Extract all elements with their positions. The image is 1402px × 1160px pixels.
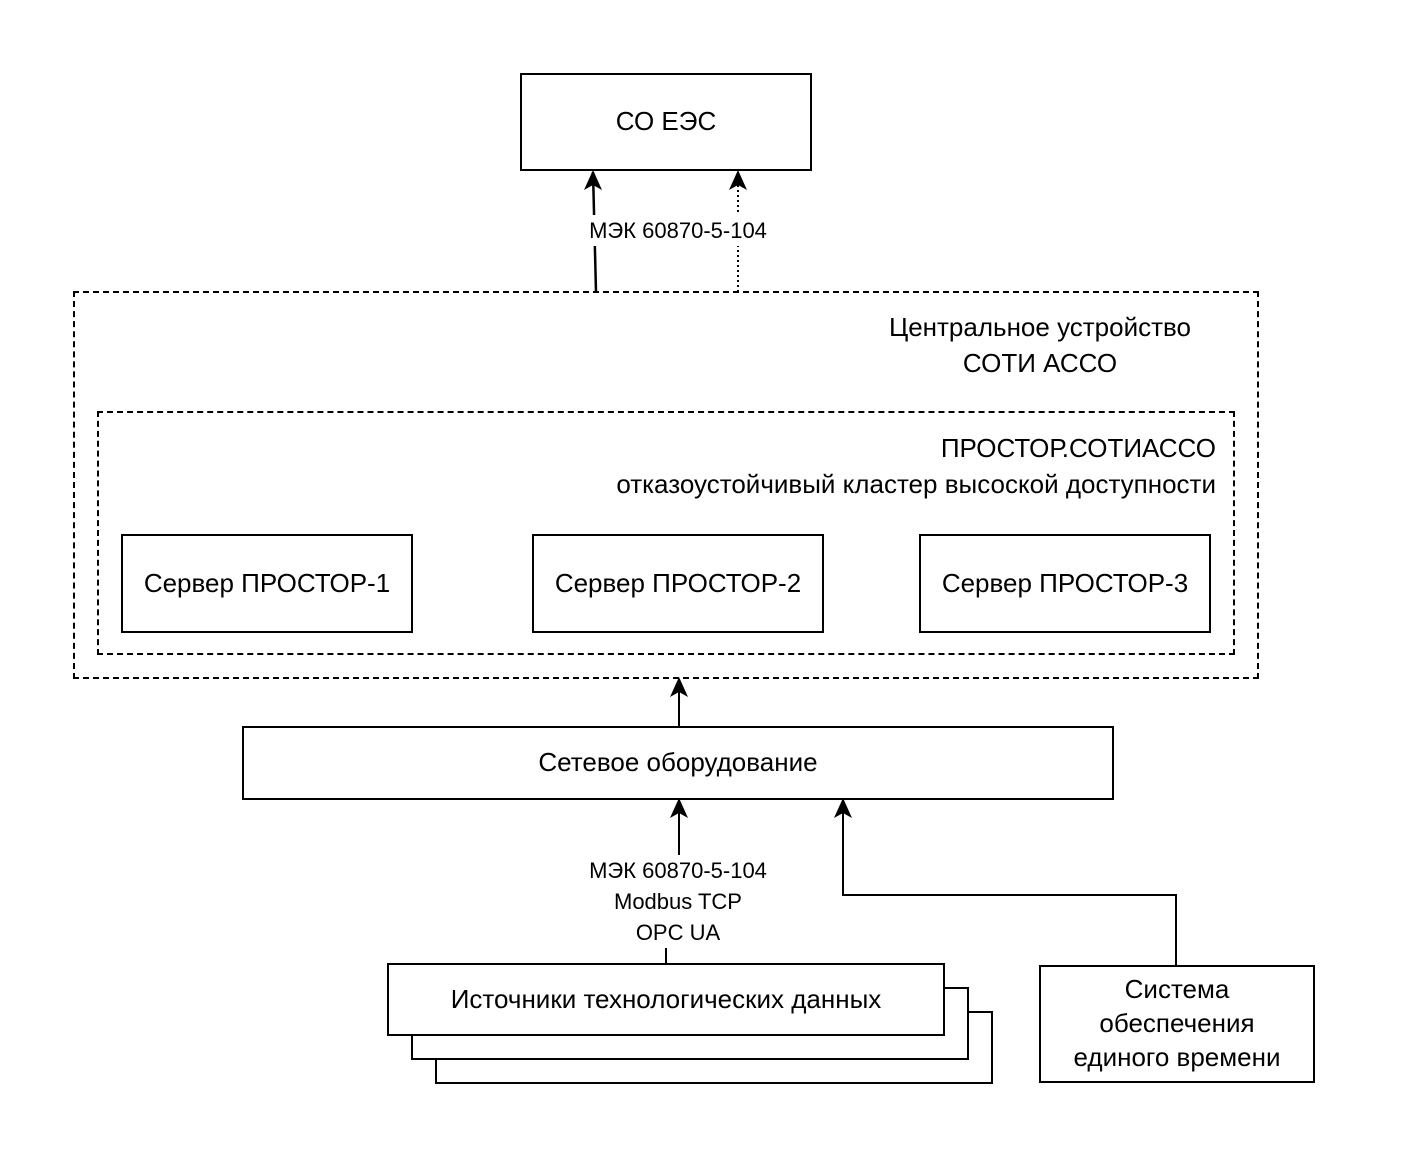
server-box-3: Сервер ПРОСТОР-3	[919, 534, 1211, 633]
protocol-top-label: МЭК 60870-5-104	[560, 215, 796, 247]
network-equipment-box: Сетевое оборудование	[242, 726, 1114, 800]
time-system-line1: Система	[1124, 974, 1230, 1005]
arrowhead-central	[670, 677, 688, 697]
time-system-line2: обеспечения	[1099, 1008, 1255, 1039]
central-device-title-line2: СОТИ АССО	[962, 347, 1118, 378]
server-label: Сервер ПРОСТОР-1	[143, 567, 391, 598]
server-box-1: Сервер ПРОСТОР-1	[121, 534, 413, 633]
sources-box: Источники технологических данных	[387, 963, 945, 1036]
protocol-iec104: МЭК 60870-5-104	[560, 855, 796, 887]
protocol-modbus: Modbus TCP	[614, 889, 742, 915]
network-equipment-label: Сетевое оборудование	[538, 747, 818, 778]
so-ees-label: СО ЕЭС	[615, 106, 717, 137]
link-time-to-network	[842, 800, 1177, 966]
sources-label: Источники технологических данных	[450, 983, 882, 1014]
server-label: Сервер ПРОСТОР-2	[554, 567, 802, 598]
central-device-region	[73, 291, 1259, 679]
so-ees-box: СО ЕЭС	[520, 73, 812, 171]
protocols-bottom-label: МЭК 60870-5-104 Modbus TCP OPC UA	[560, 855, 796, 949]
cluster-title-line2: отказоустойчивый кластер высоской доступ…	[616, 468, 1216, 499]
protocol-opcua: OPC UA	[635, 920, 721, 946]
cluster-region	[97, 411, 1235, 655]
arrowhead-network-left	[670, 798, 688, 818]
server-box-2: Сервер ПРОСТОР-2	[532, 534, 824, 633]
cluster-title: ПРОСТОР.СОТИАССО отказоустойчивый класте…	[400, 431, 1216, 503]
time-system-line3: единого времени	[1073, 1041, 1281, 1072]
arrowhead-network-right	[834, 798, 852, 818]
arrowhead-dotted	[729, 170, 747, 190]
server-label: Сервер ПРОСТОР-3	[941, 567, 1189, 598]
central-device-title: Центральное устройство СОТИ АССО	[860, 310, 1220, 382]
arrowhead-solid	[584, 170, 602, 190]
time-system-box: Система обеспечения единого времени	[1039, 965, 1315, 1083]
cluster-title-line1: ПРОСТОР.СОТИАССО	[940, 433, 1216, 463]
central-device-title-line1: Центральное устройство	[888, 312, 1192, 342]
